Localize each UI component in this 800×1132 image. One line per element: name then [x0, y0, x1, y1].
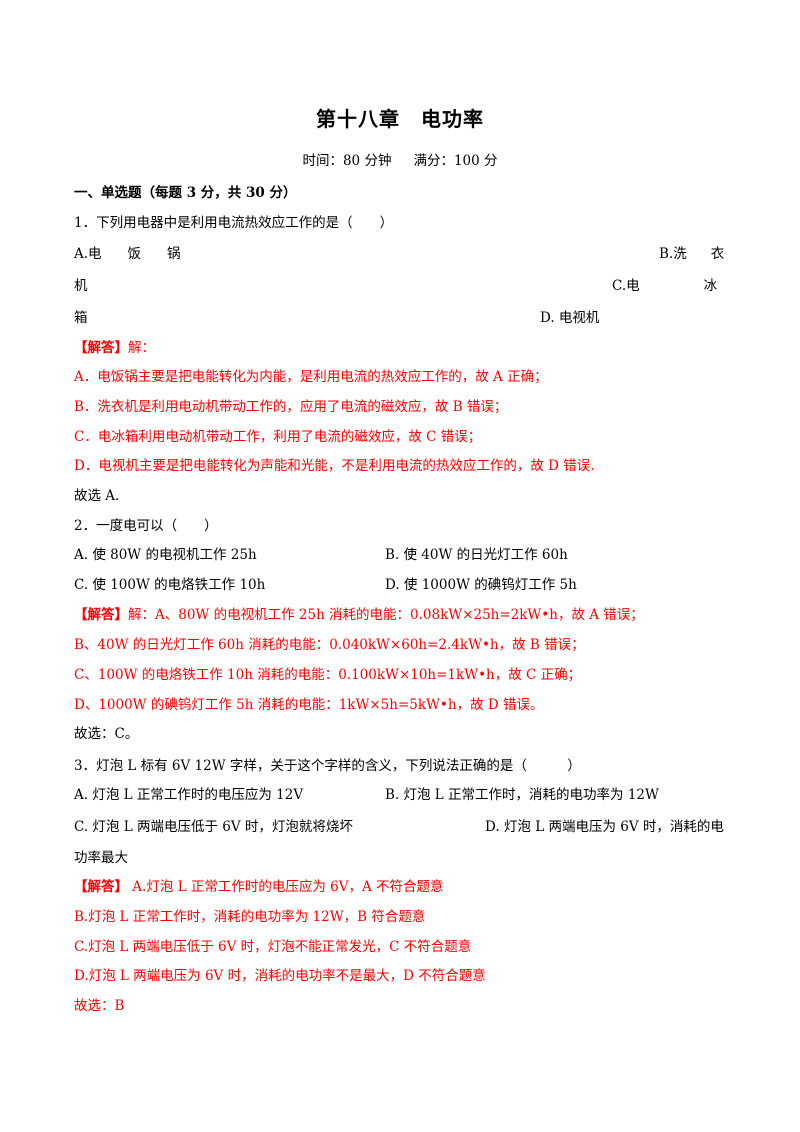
section-title: 一、单选题（每题 3 分，共 30 分）: [74, 185, 297, 201]
q3-answer-line: C.灯泡 L 两端电压低于 6V 时，灯泡不能正常发光，C 不符合题意: [74, 939, 472, 955]
q1-option-b-wrap: 机: [74, 278, 88, 294]
q1-option-a-part: 饭: [127, 246, 142, 262]
q2-choose: 故选：C。: [74, 726, 139, 742]
q1-option-a-part: 锅: [167, 246, 181, 262]
q1-option-b-part: 衣: [710, 246, 725, 262]
q3-option-a: A. 灯泡 L 正常工作时的电压应为 12V: [74, 787, 304, 803]
q3-option-d: D. 灯泡 L 两端电压为 6V 时，消耗的电: [485, 819, 724, 835]
full-score: 满分：100 分: [413, 153, 498, 169]
q3-stem: 3．灯泡 L 标有 6V 12W 字样，关于这个字样的含义，下列说法正确的是（ …: [74, 758, 581, 774]
q3-answer-head: 【解答】 A.灯泡 L 正常工作时的电压应为 6V，A 不符合题意: [74, 878, 444, 896]
q3-answer-line: A.灯泡 L 正常工作时的电压应为 6V，A 不符合题意: [128, 879, 444, 895]
q2-option-b: B. 使 40W 的日光灯工作 60h: [385, 547, 568, 563]
q1-option-b: B.洗 衣: [659, 245, 724, 263]
q1-option-c-part: C.电: [612, 278, 640, 294]
answer-tag: 【解答】: [74, 607, 128, 623]
q2-option-a: A. 使 80W 的电视机工作 25h: [74, 547, 257, 563]
q3-answer-line: D.灯泡 L 两端电压为 6V 时，消耗的电功率不是最大，D 不符合题意: [74, 968, 486, 984]
q1-answer-line: B．洗衣机是利用电动机带动工作的，应用了电流的磁效应，故 B 错误；: [74, 399, 508, 415]
q3-option-d-wrap: 功率最大: [74, 850, 128, 866]
q1-answer-line: C．电冰箱利用电动机带动工作，利用了电流的磁效应，故 C 错误；: [74, 429, 482, 445]
q1-choose: 故选 A.: [74, 488, 120, 504]
q1-option-c: C.电 冰: [612, 277, 717, 295]
q1-option-c-part: 冰: [703, 278, 718, 294]
q1-option-c-wrap: 箱: [74, 310, 88, 326]
q1-option-b-part: B.洗: [659, 246, 687, 262]
q3-choose: 故选：B: [74, 998, 125, 1014]
q1-answer-line: D．电视机主要是把电能转化为声能和光能，不是利用电流的热效应工作的，故 D 错误…: [74, 458, 595, 474]
q2-stem: 2．一度电可以（ ）: [74, 518, 218, 534]
q3-option-c: C. 灯泡 L 两端电压低于 6V 时，灯泡就将烧坏: [74, 819, 353, 835]
answer-tag: 【解答】: [74, 879, 128, 895]
answer-tag: 【解答】: [74, 340, 128, 356]
q2-answer-line: 解：A、80W 的电视机工作 25h 消耗的电能：0.08kW×25h=2kW•…: [128, 607, 644, 623]
q2-answer-line: D、1000W 的碘钨灯工作 5h 消耗的电能：1kW×5h=5kW•h，故 D…: [74, 697, 544, 713]
q3-option-b: B. 灯泡 L 正常工作时，消耗的电功率为 12W: [385, 787, 659, 803]
q1-answer-line: A．电饭锅主要是把电能转化为内能，是利用电流的热效应工作的，故 A 正确；: [74, 369, 548, 385]
q2-answer-line: B、40W 的日光灯工作 60h 消耗的电能：0.040kW×60h=2.4kW…: [74, 637, 585, 653]
q1-option-a-part: A.电: [74, 246, 102, 262]
q1-option-d: D. 电视机: [540, 310, 600, 326]
q2-answer-line: C、100W 的电烙铁工作 10h 消耗的电能：0.100kW×10h=1kW•…: [74, 667, 582, 683]
q2-option-c: C. 使 100W 的电烙铁工作 10h: [74, 577, 266, 593]
q2-answer-head: 【解答】解：A、80W 的电视机工作 25h 消耗的电能：0.08kW×25h=…: [74, 606, 644, 624]
q1-stem: 1．下列用电器中是利用电流热效应工作的是（ ）: [74, 215, 394, 231]
q3-answer-line: B.灯泡 L 正常工作时，消耗的电功率为 12W，B 符合题意: [74, 909, 426, 925]
q1-option-a: A.电 饭 锅: [74, 245, 181, 263]
q2-option-d: D. 使 1000W 的碘钨灯工作 5h: [385, 577, 577, 593]
exam-meta: 时间：80 分钟 满分：100 分: [0, 152, 800, 170]
q1-answer-head: 【解答】解：: [74, 339, 155, 357]
chapter-title: 第十八章 电功率: [316, 107, 484, 131]
answer-lead: 解：: [128, 340, 155, 356]
time-limit: 时间：80 分钟: [302, 153, 392, 169]
